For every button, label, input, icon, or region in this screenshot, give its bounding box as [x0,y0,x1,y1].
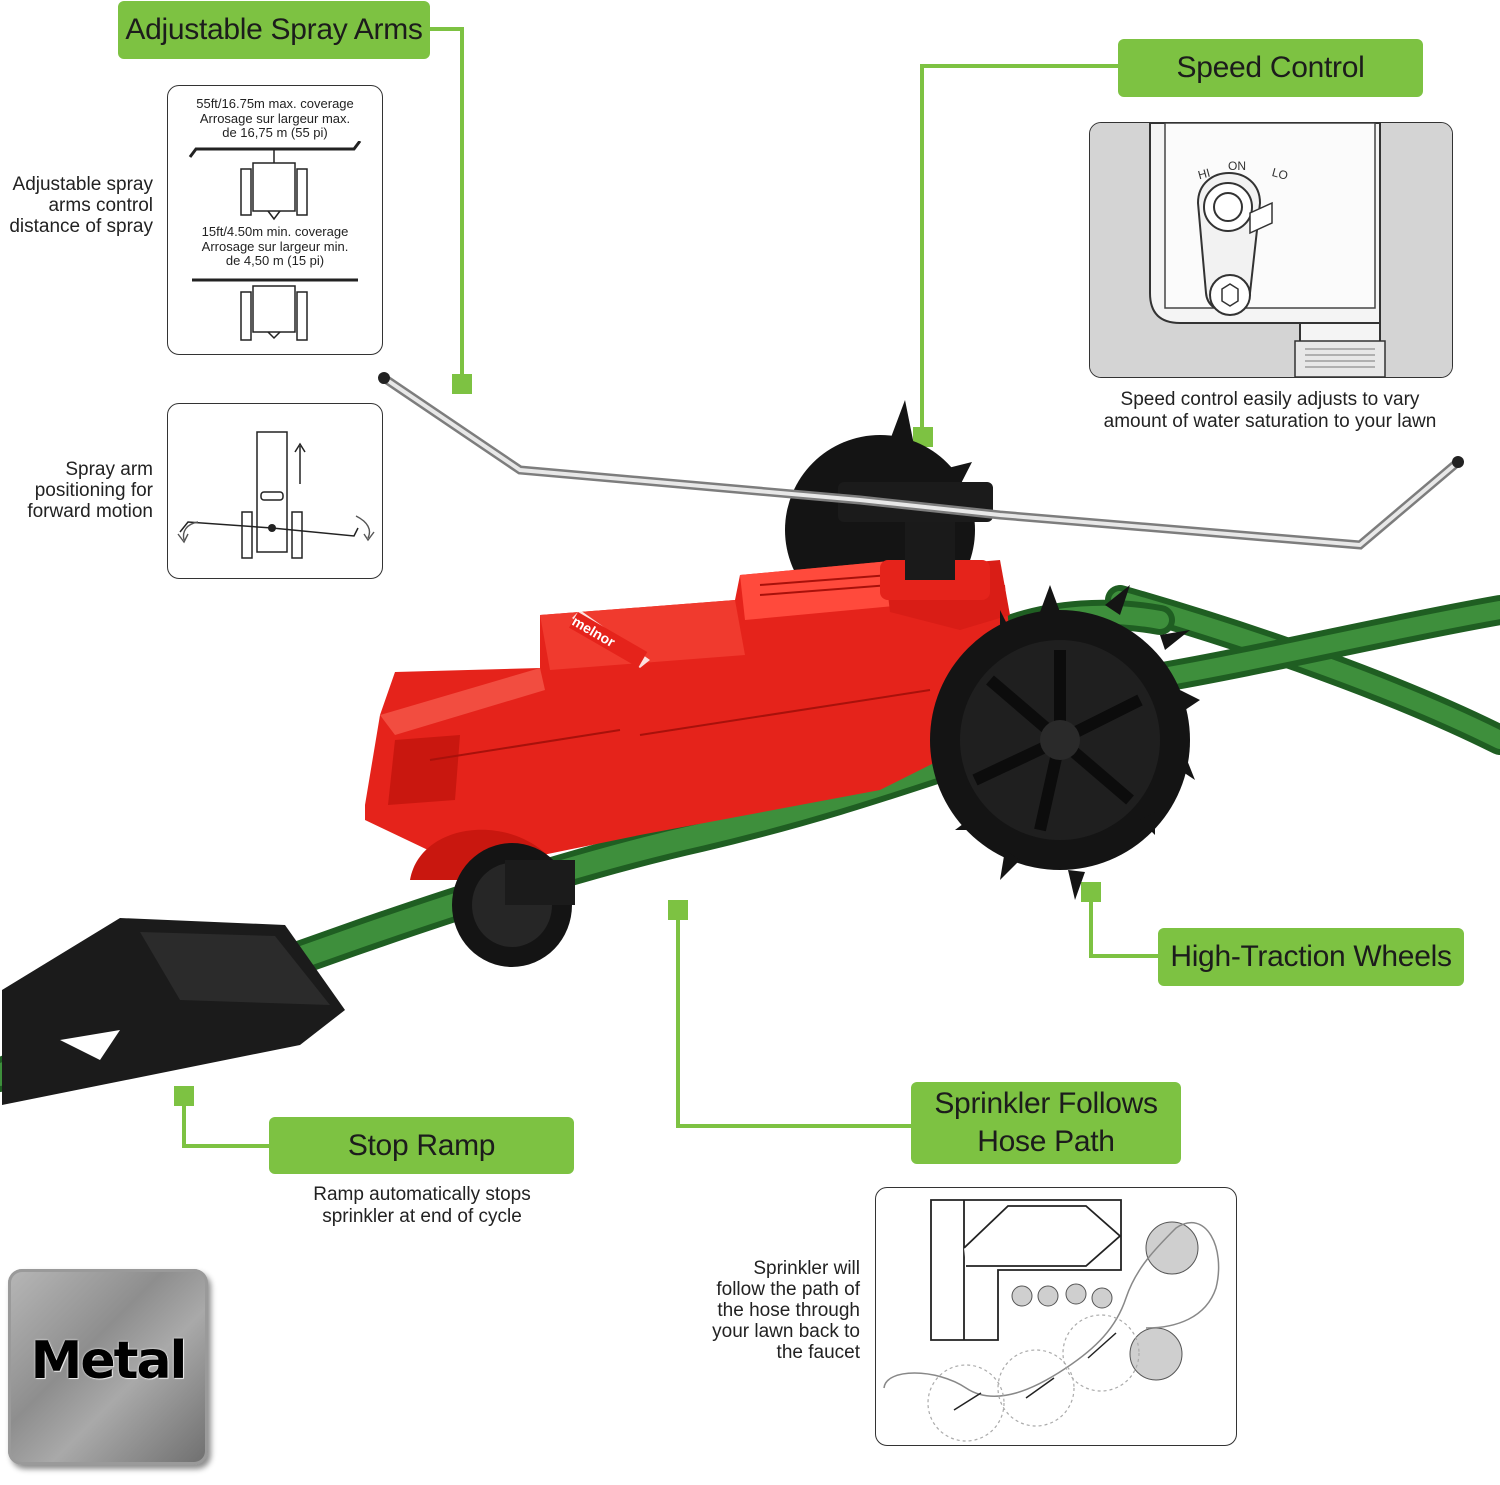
stop-ramp-caption: Ramp automatically stops sprinkler at en… [313,1184,531,1227]
front-guide-wheel [410,829,575,967]
speed-control-panel: HI ON LO [1089,122,1453,378]
min-coverage-icon [192,278,358,341]
callout-hose-path: Sprinkler Follows Hose Path [911,1082,1181,1164]
tractor-body [365,560,1010,870]
callout-text-line1: Sprinkler Follows [934,1087,1158,1120]
callout-speed-control: Speed Control [1118,39,1423,97]
max-coverage-icon [188,141,362,221]
stop-ramp [2,918,345,1105]
speed-control-caption: Speed control easily adjusts to vary amo… [1103,389,1437,432]
callout-stop-ramp: Stop Ramp [269,1117,574,1174]
callout-text: Stop Ramp [347,1128,496,1162]
callout-adjustable-spray-arms: Adjustable Spray Arms [118,1,430,59]
callout-text: High-Traction Wheels [1170,940,1452,973]
front-spiked-wheel [930,585,1200,900]
forward-motion-icon [177,431,375,559]
hose-path-panel [875,1187,1237,1446]
min-coverage-text: 15ft/4.50m min. coverage Arrosage sur la… [201,224,349,268]
callout-text-line2: Hose Path [977,1125,1115,1158]
callout-high-traction-wheels: High-Traction Wheels [1158,928,1464,986]
callout-text: Adjustable Spray Arms [125,13,423,46]
arm-positioning-note: Spray arm positioning for forward motion [27,459,153,522]
hose-path-note: Sprinkler will follow the path of the ho… [712,1258,860,1363]
max-coverage-text: 55ft/16.75m max. coverage Arrosage sur l… [196,96,354,140]
sprinkler-head [838,482,993,600]
lawn-map-illustration [883,1199,1220,1442]
leader-lines [182,27,1160,1148]
speed-dial-illustration [1090,123,1452,377]
speed-label-on: ON [1228,159,1246,173]
callout-text: Speed Control [1176,51,1365,84]
metal-material-badge: Metal [8,1269,208,1465]
spray-distance-note: Adjustable spray arms control distance o… [9,174,153,237]
coverage-diagram-panel: 55ft/16.75m max. coverage Arrosage sur l… [167,85,383,355]
leader-dots [174,374,1101,1106]
badge-text: Metal [30,1331,188,1391]
spray-arm [378,372,1464,550]
arm-positioning-panel [167,403,383,579]
